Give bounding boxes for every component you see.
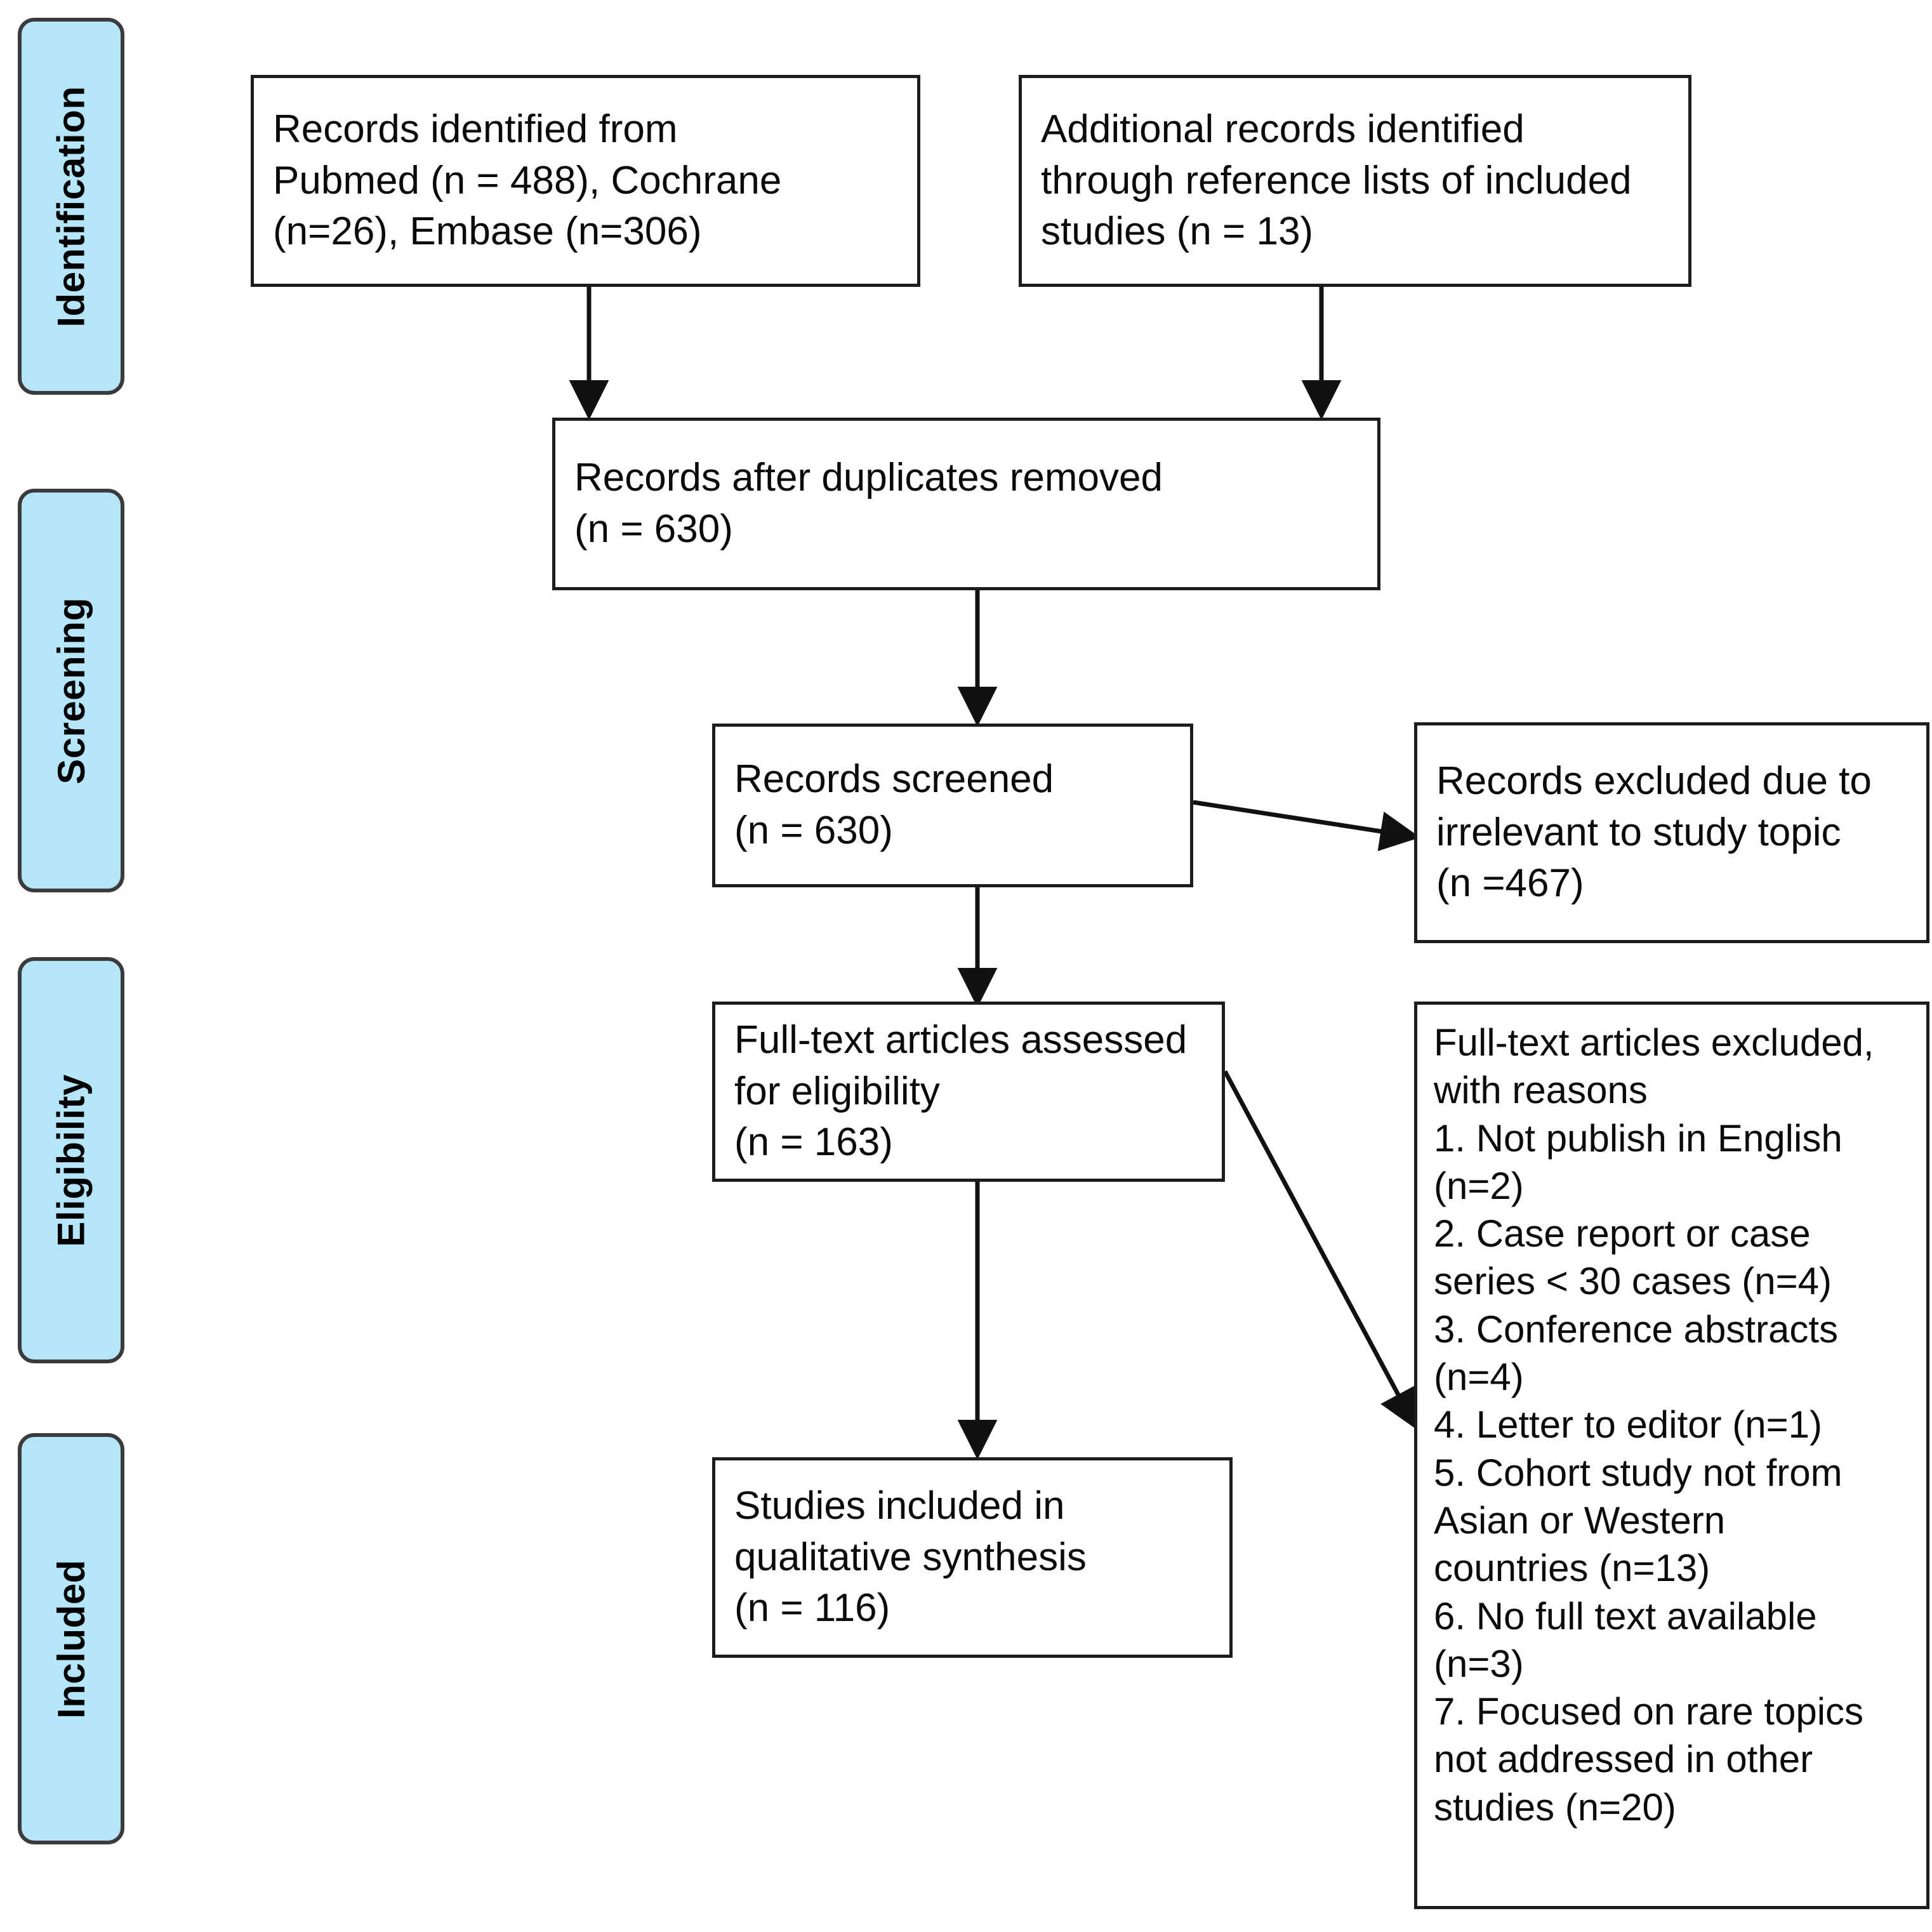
stage-pill-screening: Screening	[18, 489, 124, 892]
box-additional-records-line-1: Additional records identified	[1041, 107, 1525, 152]
reason-4-line-1: 4. Letter to editor (n=1)	[1434, 1403, 1823, 1446]
box-records-identified-line-1: Records identified from	[273, 107, 678, 152]
box-additional-records-line-3: studies (n = 13)	[1041, 209, 1314, 254]
box-records-excluded-line-3: (n =467)	[1436, 861, 1584, 906]
box-studies-included-line-1: Studies included in	[734, 1484, 1065, 1528]
stage-pill-eligibility: Eligibility	[18, 957, 124, 1363]
reason-2-line-2: series < 30 cases (n=4)	[1434, 1260, 1832, 1303]
box-fulltext-assessed-line-2: for eligibility	[734, 1069, 940, 1113]
stage-label-identification: Identification	[50, 85, 93, 328]
box-duplicates-removed-line-2: (n = 630)	[574, 507, 733, 551]
box-additional-records: Additional records identified through re…	[1019, 75, 1691, 287]
arrow-screened-to-excluded	[1193, 800, 1420, 851]
reason-1-line-1: 1. Not publish in English	[1434, 1116, 1843, 1160]
box-fulltext-assessed: Full-text articles assessed for eligibil…	[712, 1002, 1225, 1182]
reason-3-line-1: 3. Conference abstracts	[1434, 1307, 1839, 1351]
stage-label-eligibility: Eligibility	[50, 1073, 93, 1247]
box-records-excluded: Records excluded due to irrelevant to st…	[1414, 722, 1929, 943]
stage-label-included: Included	[50, 1559, 93, 1719]
box-records-excluded-line-1: Records excluded due to	[1436, 759, 1872, 804]
reason-heading-line-2: with reasons	[1434, 1069, 1648, 1112]
box-records-identified: Records identified from Pubmed (n = 488)…	[251, 75, 920, 287]
arrow-fulltext-to-excluded-reasons	[1222, 1070, 1417, 1430]
reason-1-line-2: (n=2)	[1434, 1164, 1524, 1207]
box-duplicates-removed-line-1: Records after duplicates removed	[574, 456, 1163, 500]
box-studies-included-line-3: (n = 116)	[734, 1586, 890, 1631]
box-fulltext-assessed-line-1: Full-text articles assessed	[734, 1018, 1188, 1062]
reason-6-line-1: 6. No full text available	[1434, 1594, 1817, 1638]
box-records-screened-line-2: (n = 630)	[734, 809, 893, 852]
reason-5-line-2: Asian or Western	[1434, 1499, 1726, 1542]
reason-5-line-1: 5. Cohort study not from	[1434, 1451, 1843, 1494]
reason-7-line-3: studies (n=20)	[1434, 1785, 1676, 1829]
reason-7-line-2: not addressed in other	[1434, 1738, 1813, 1781]
stage-label-screening: Screening	[50, 597, 93, 784]
box-records-screened-line-1: Records screened	[734, 757, 1054, 802]
box-records-excluded-line-2: irrelevant to study topic	[1436, 810, 1841, 854]
box-records-identified-line-3: (n=26), Embase (n=306)	[273, 209, 702, 254]
reason-7-line-1: 7. Focused on rare topics	[1434, 1690, 1864, 1733]
box-duplicates-removed: Records after duplicates removed (n = 63…	[552, 418, 1380, 590]
box-records-identified-line-2: Pubmed (n = 488), Cochrane	[273, 158, 782, 202]
box-studies-included-line-2: qualitative synthesis	[734, 1535, 1087, 1579]
box-records-screened: Records screened (n = 630)	[712, 724, 1193, 887]
box-fulltext-excluded-reasons: Full-text articles excluded, with reason…	[1414, 1002, 1929, 1909]
reason-3-line-2: (n=4)	[1434, 1356, 1524, 1399]
stage-pill-included: Included	[18, 1433, 124, 1844]
reason-2-line-1: 2. Case report or case	[1434, 1212, 1811, 1255]
reason-5-line-3: countries (n=13)	[1434, 1547, 1710, 1590]
box-studies-included: Studies included in qualitative synthesi…	[712, 1457, 1233, 1658]
reason-heading-line-1: Full-text articles excluded,	[1434, 1021, 1874, 1064]
box-additional-records-line-2: through reference lists of included	[1041, 158, 1632, 202]
box-fulltext-assessed-line-3: (n = 163)	[734, 1120, 893, 1165]
reason-6-line-2: (n=3)	[1434, 1642, 1524, 1685]
stage-pill-identification: Identification	[18, 18, 124, 395]
